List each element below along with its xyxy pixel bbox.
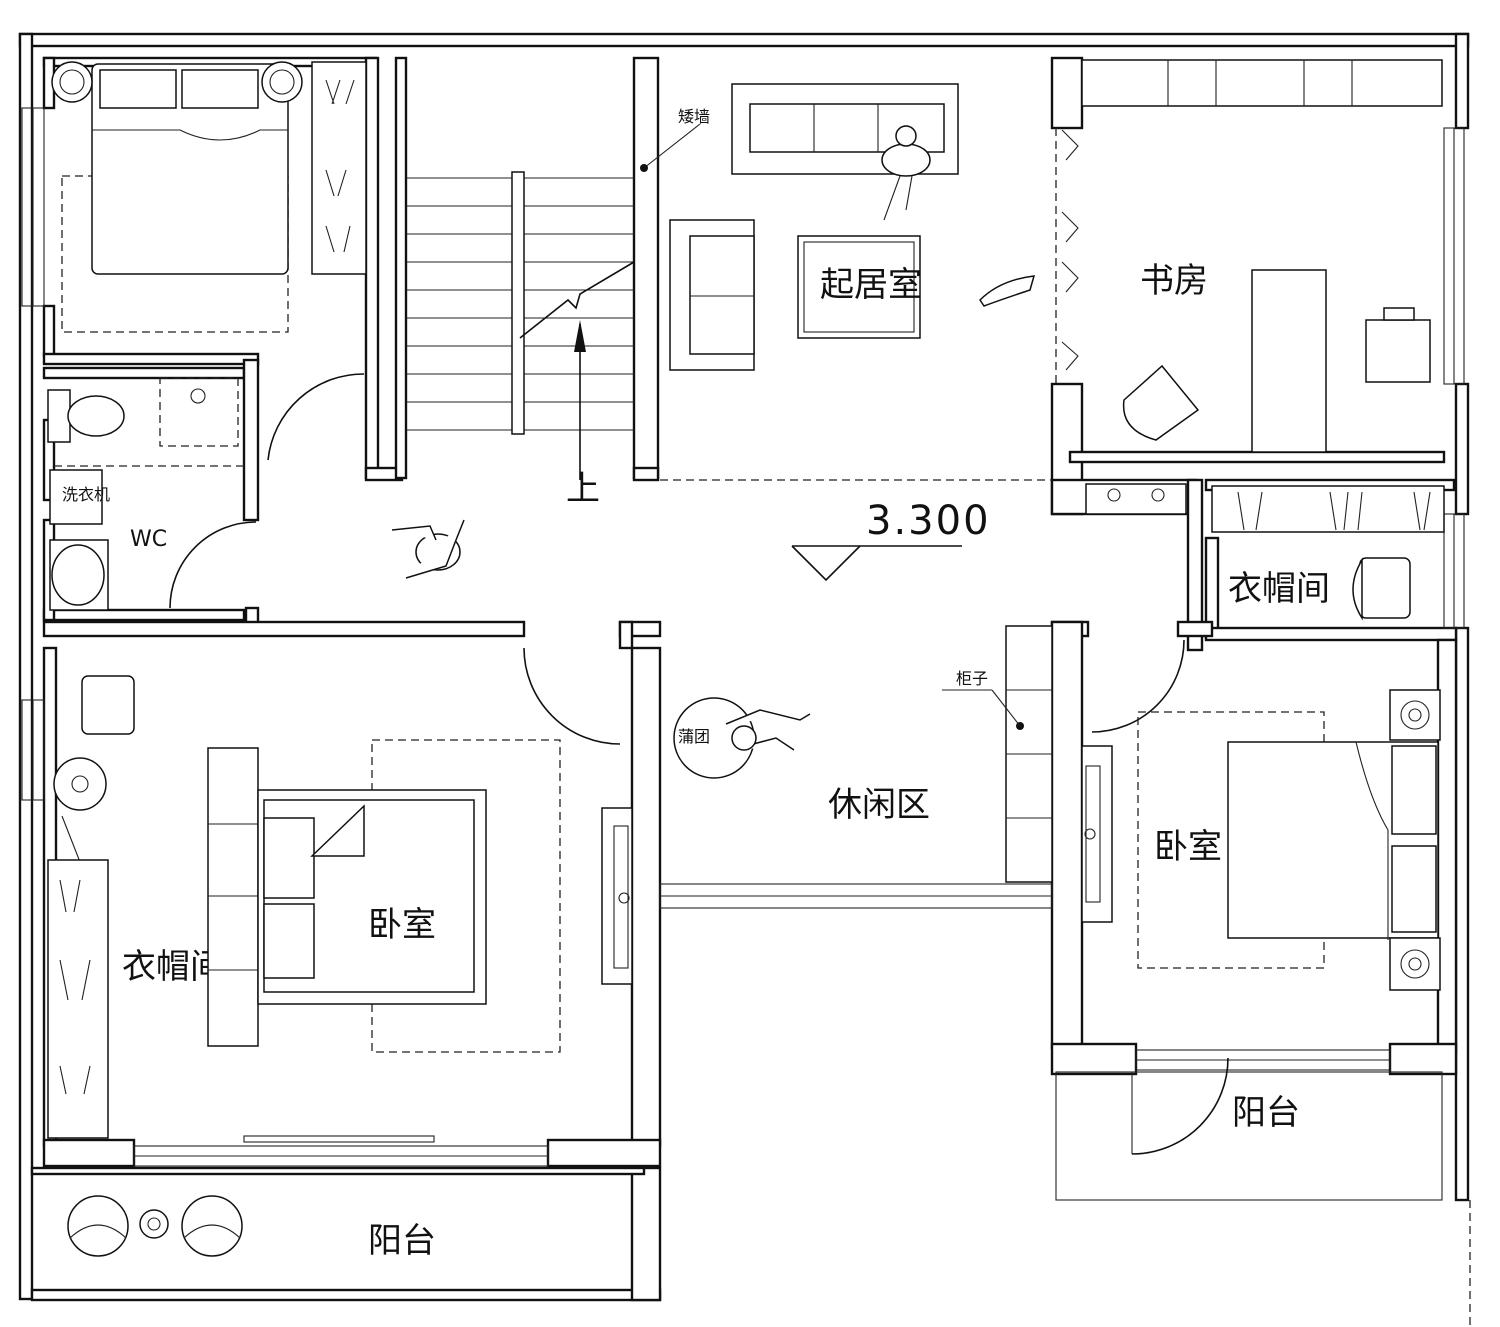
room-label-leisure: 休闲区	[828, 785, 930, 825]
corridor: 3.300	[391, 498, 991, 582]
stair-arrow	[574, 320, 586, 352]
staircase: 上	[406, 171, 635, 509]
washing-machine-label: 洗衣机	[62, 485, 110, 504]
cushion-label: 蒲团	[678, 727, 710, 746]
room-label-bedroom-left: 卧室	[368, 905, 436, 945]
slippers-icon	[979, 275, 1036, 307]
room-label-bedroom-right: 卧室	[1154, 827, 1222, 867]
bedroom-left: 衣帽间 卧室	[47, 647, 633, 1139]
room-label-wardrobe-right: 衣帽间	[1228, 569, 1330, 609]
wc-room: 洗衣机 WC	[47, 373, 365, 611]
wardrobe-top-left	[311, 61, 367, 275]
balcony-right: 阳台	[1055, 1057, 1443, 1201]
person-icon	[881, 125, 931, 221]
person-walking-icon	[391, 519, 465, 579]
stair-up-label: 上	[566, 469, 600, 509]
bedroom-right: 卧室	[1081, 689, 1441, 991]
master-bed-top	[51, 61, 303, 333]
short-wall-label: 矮墙	[678, 107, 710, 126]
floor-level-value: 3.300	[866, 498, 991, 544]
room-label-wardrobe-left: 衣帽间	[122, 947, 224, 987]
cabinet-label: 柜子	[956, 669, 988, 688]
windows	[21, 107, 1465, 1167]
leisure-area: 蒲团 柜子 休闲区	[673, 625, 1053, 883]
room-label-study: 书房	[1140, 261, 1208, 301]
room-label-balcony-bottom: 阳台	[368, 1221, 436, 1261]
room-label-living: 起居室	[820, 265, 922, 305]
wardrobe-right: 衣帽间	[1085, 483, 1445, 733]
room-label-wc: WC	[130, 527, 167, 552]
room-label-balcony-right: 阳台	[1232, 1093, 1300, 1133]
living-room: 矮墙 起居室	[640, 83, 1052, 481]
balcony-bottom: 阳台	[67, 1135, 436, 1261]
study-room: 书房	[1055, 59, 1443, 453]
